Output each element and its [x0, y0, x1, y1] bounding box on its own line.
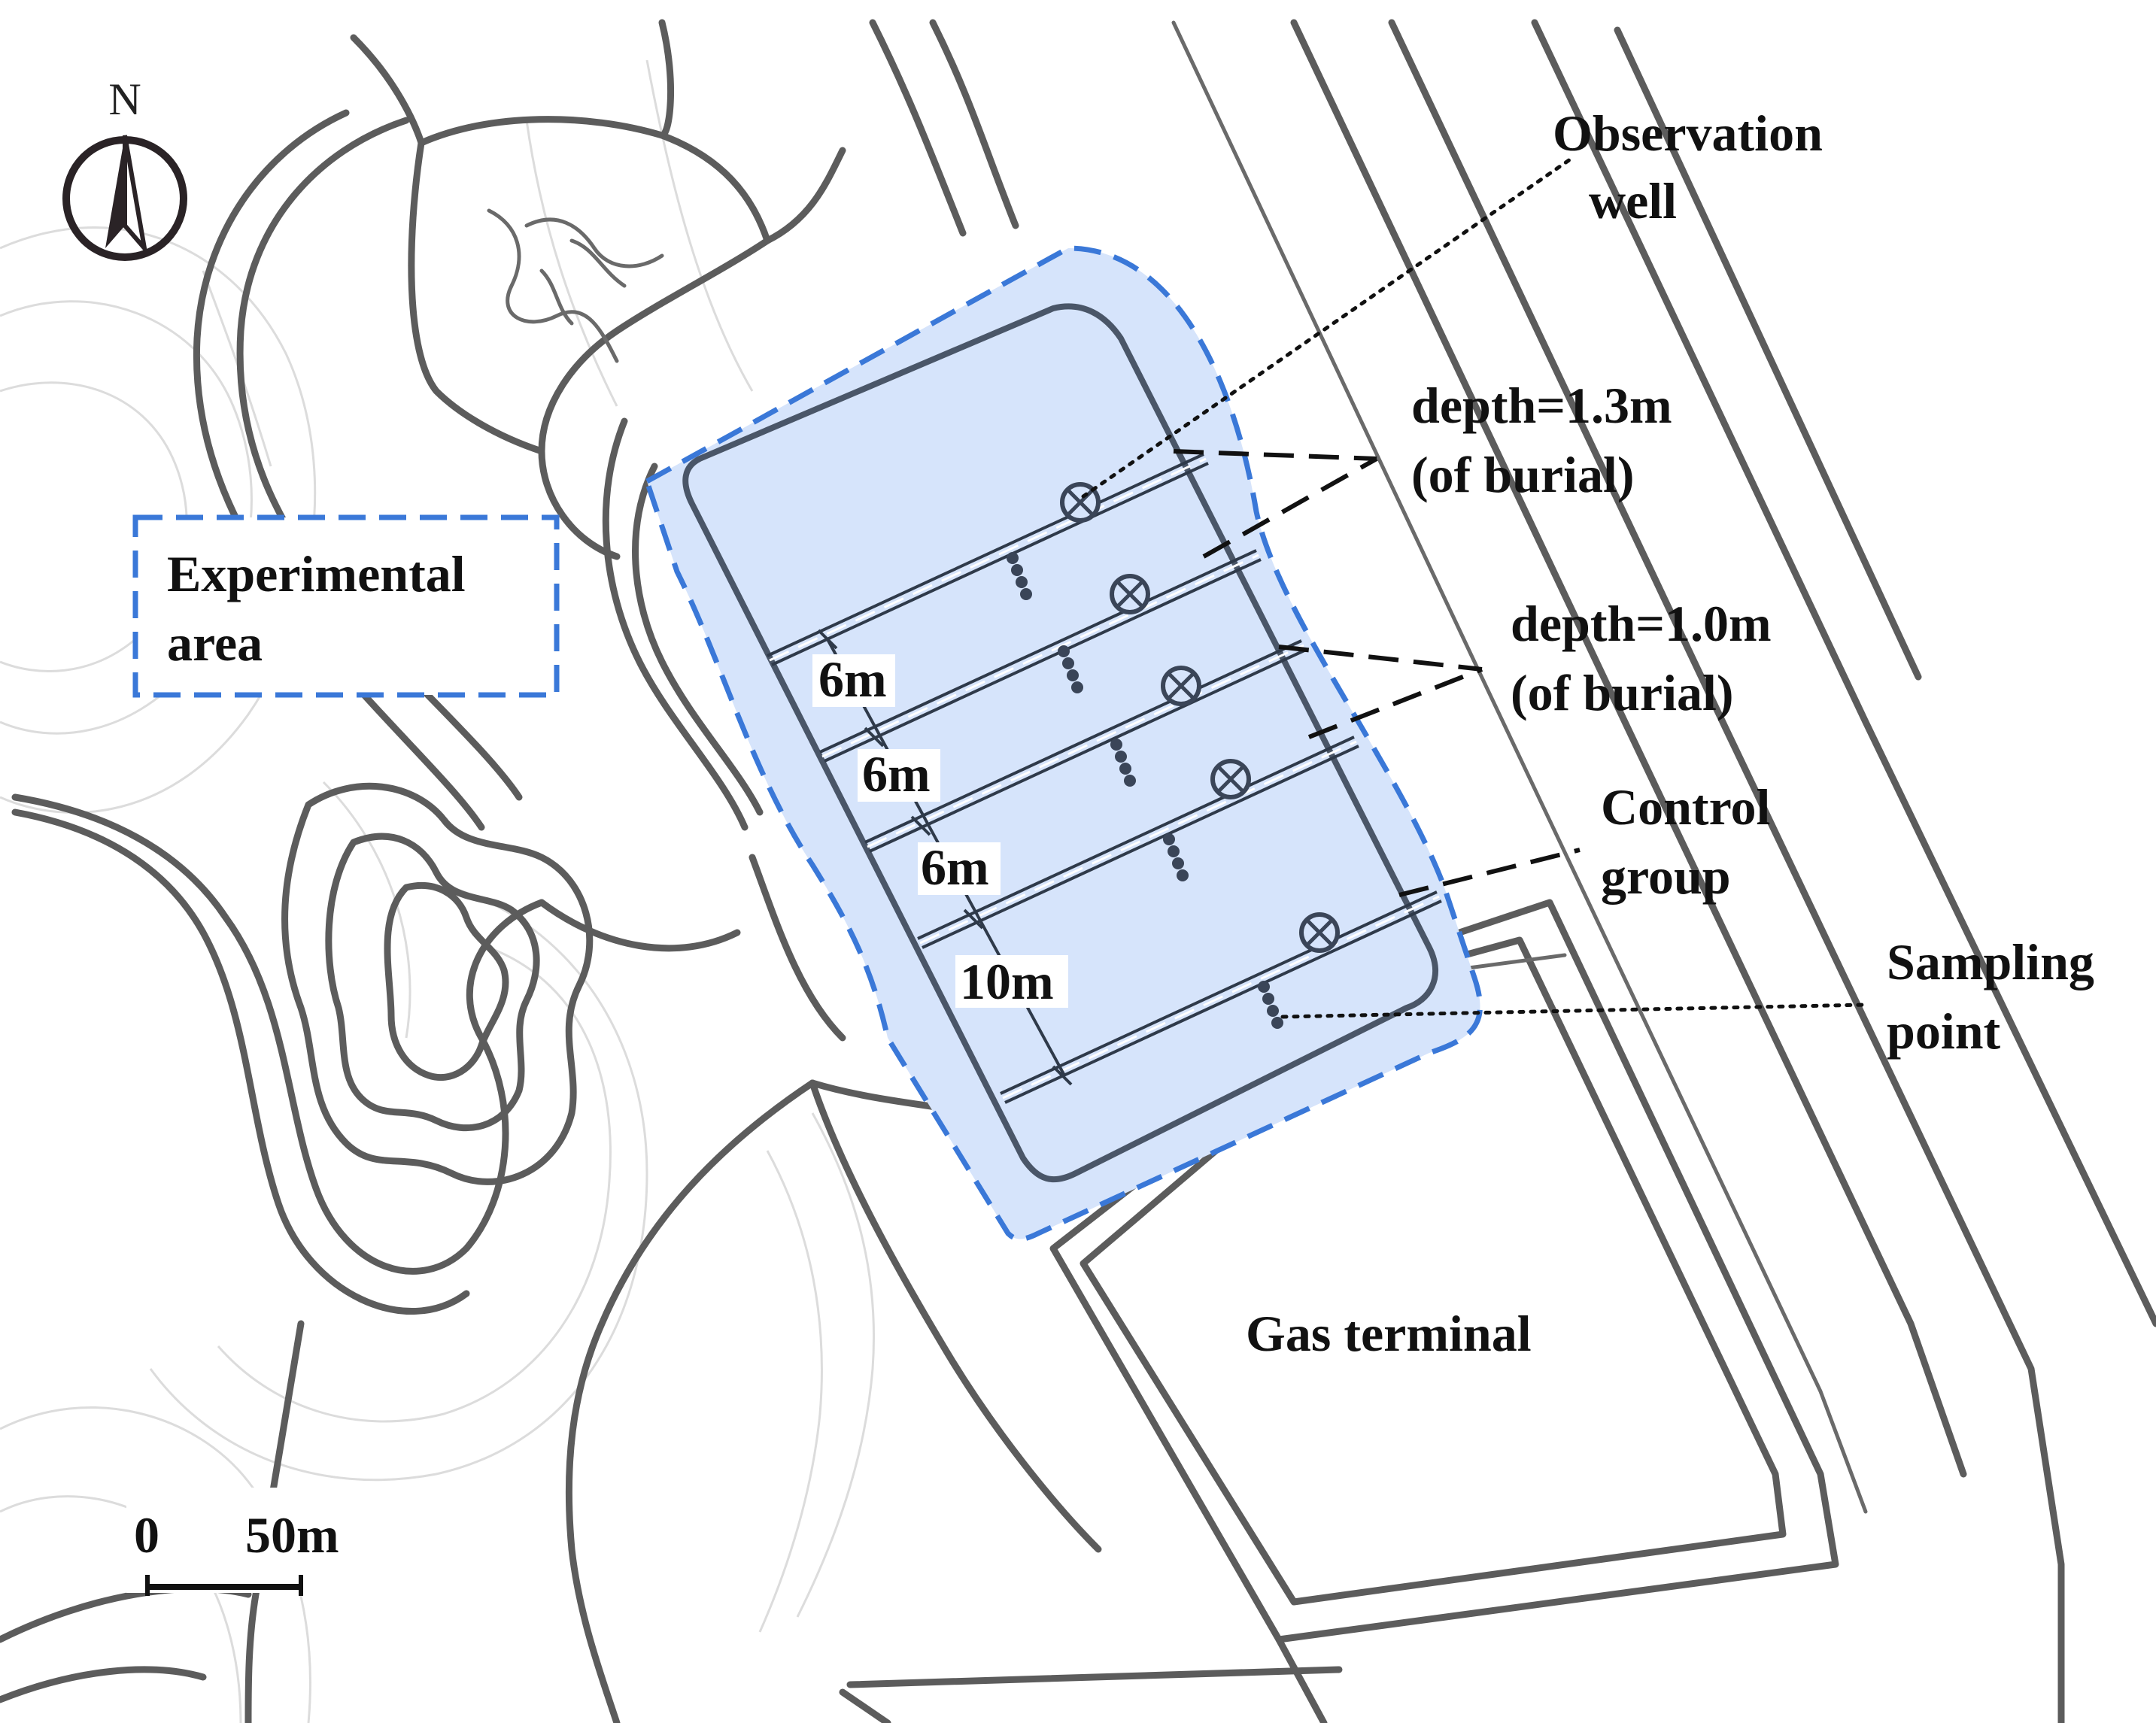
experimental-site [644, 245, 1483, 1242]
scale-bar: 0 50m [126, 1488, 360, 1596]
pipe-rows [767, 453, 1442, 1104]
experimental-area-label-2: area [167, 614, 263, 672]
observation-wells [1060, 482, 1340, 953]
sampling-point-label-2: point [1887, 1003, 2001, 1060]
observation-well-label-2: well [1589, 172, 1677, 229]
observation-well-label-1: Observation [1553, 105, 1823, 162]
terrain-contours [0, 59, 876, 1723]
spacing-label-2: 6m [862, 745, 931, 802]
pipe-row-3 [864, 639, 1307, 853]
experimental-site-boundary [644, 245, 1483, 1242]
experimental-area-legend: Experimental area [132, 514, 560, 698]
scale-zero-label: 0 [134, 1506, 159, 1564]
pipe-row-2 [819, 549, 1262, 763]
observation-well-icon [1161, 666, 1201, 706]
spacing-label-1: 6m [818, 651, 887, 708]
sampling-point-dots [1007, 552, 1283, 1029]
depth-13-label-1: depth=1.3m [1411, 377, 1672, 434]
test-field-outline [682, 303, 1439, 1183]
depth-10-label-2: (of burial) [1511, 664, 1734, 721]
road-network [0, 19, 2156, 1723]
leader-depth-13-b [1202, 457, 1378, 559]
north-arrow-icon: N [62, 74, 187, 261]
spacing-label-4: 10m [960, 953, 1054, 1010]
leader-depth-13-a [1173, 449, 1377, 461]
depth-13-label-2: (of burial) [1411, 446, 1635, 503]
spacing-label-3: 6m [921, 839, 989, 896]
experimental-area-label-1: Experimental [167, 545, 466, 602]
leader-control-group [1398, 848, 1581, 897]
sampling-point-label-1: Sampling [1887, 933, 2094, 990]
leader-depth-10-a [1278, 645, 1483, 672]
north-label: N [108, 74, 141, 124]
observation-well-icon [1060, 482, 1101, 523]
leader-observation-well [1081, 156, 1574, 499]
leader-lines [1081, 156, 1868, 1019]
observation-well-icon [1210, 759, 1251, 799]
observation-well-icon [1110, 574, 1150, 614]
leader-depth-10-b [1307, 667, 1483, 739]
spacing-labels: 6m 6m 6m 10m [812, 651, 1068, 1010]
leader-sampling-point [1280, 1003, 1868, 1019]
control-group-label-2: group [1601, 848, 1731, 905]
observation-well-icon [1299, 912, 1340, 953]
gas-terminal-label: Gas terminal [1246, 1305, 1532, 1362]
scale-end-label: 50m [245, 1506, 339, 1564]
control-group-label-1: Control [1601, 778, 1770, 836]
pipe-row-4 [917, 736, 1359, 949]
pipe-row-1 [767, 453, 1209, 666]
pipe-row-5 [1000, 890, 1442, 1104]
depth-10-label-1: depth=1.0m [1511, 595, 1772, 652]
